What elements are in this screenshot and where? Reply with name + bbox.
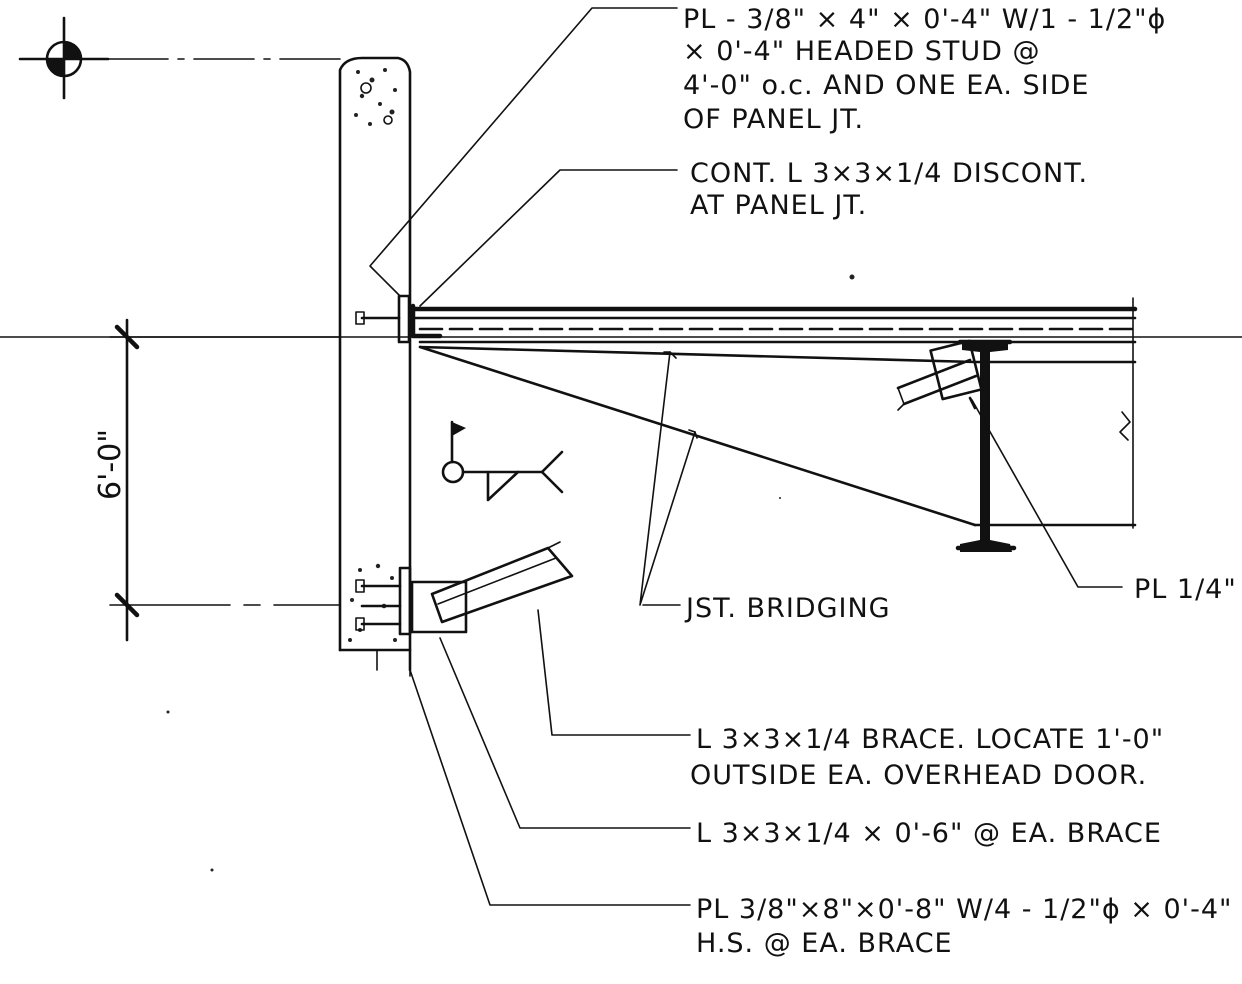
joist — [418, 340, 1137, 527]
bridging-plate — [896, 339, 983, 411]
svg-text:OUTSIDE EA. OVERHEAD DOOR.: OUTSIDE EA. OVERHEAD DOOR. — [690, 760, 1147, 791]
datum-target-icon — [18, 16, 341, 100]
concrete-wall-panel — [338, 56, 412, 677]
svg-text:OF PANEL JT.: OF PANEL JT. — [683, 104, 864, 135]
svg-text:H.S. @ EA. BRACE: H.S. @ EA. BRACE — [696, 928, 953, 959]
note-brace-angle: L 3×3×1/4 × 0'-6" @ EA. BRACE — [696, 818, 1162, 849]
svg-text:CONT. L 3×3×1/4 DISCONT.: CONT. L 3×3×1/4 DISCONT. — [690, 158, 1088, 189]
svg-text:L 3×3×1/4 BRACE. LOCATE 1'-0": L 3×3×1/4 BRACE. LOCATE 1'-0" — [696, 724, 1164, 755]
roof-deck — [409, 297, 1138, 529]
continuous-angle — [410, 303, 443, 339]
brace-clip-angle — [410, 580, 468, 634]
note-brace: L 3×3×1/4 BRACE. LOCATE 1'-0" OUTSIDE EA… — [690, 724, 1164, 791]
svg-text:AT PANEL JT.: AT PANEL JT. — [690, 190, 867, 221]
note-plate-stud: PL - 3/8" × 4" × 0'-4" W/1 - 1/2"ϕ × 0'-… — [683, 4, 1166, 135]
bottom-embed-plate — [355, 566, 412, 636]
weld-symbol-icon — [441, 450, 564, 502]
leader-lines — [369, 7, 1123, 906]
steel-beam-section — [955, 339, 1017, 552]
svg-text:PL - 3/8" × 4" × 0'-4" W/1 - 1: PL - 3/8" × 4" × 0'-4" W/1 - 1/2"ϕ — [683, 4, 1166, 35]
diagonal-brace — [430, 541, 574, 624]
note-cont-angle: CONT. L 3×3×1/4 DISCONT. AT PANEL JT. — [690, 158, 1088, 221]
dimension-label: 6'-0" — [93, 429, 128, 500]
note-pl-quarter: PL 1/4" — [1134, 574, 1237, 605]
svg-text:× 0'-4" HEADED STUD @: × 0'-4" HEADED STUD @ — [683, 36, 1041, 67]
dimension-6ft — [109, 318, 341, 642]
note-brace-plate: PL 3/8"×8"×0'-8" W/4 - 1/2"ϕ × 0'-4" H.S… — [696, 894, 1232, 959]
scan-specks — [166, 274, 855, 872]
top-embed-plate — [355, 294, 411, 344]
note-jst-bridging: JST. BRIDGING — [684, 593, 891, 624]
weld-flag-icon — [450, 420, 466, 464]
svg-text:4'-0" o.c. AND ONE EA. SIDE: 4'-0" o.c. AND ONE EA. SIDE — [683, 70, 1089, 101]
svg-text:PL 3/8"×8"×0'-8" W/4 - 1/2"ϕ ×: PL 3/8"×8"×0'-8" W/4 - 1/2"ϕ × 0'-4" — [696, 894, 1232, 925]
